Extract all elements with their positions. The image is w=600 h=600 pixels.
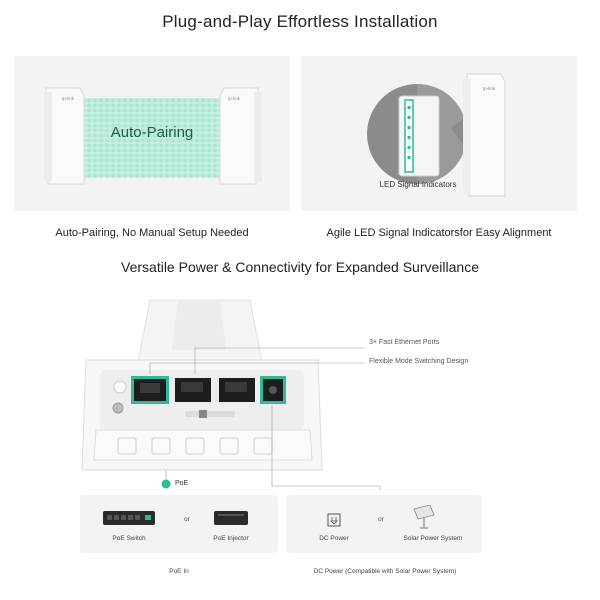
ethernet-port-2 <box>175 378 211 402</box>
solar-power-label: Solar Power System <box>403 535 463 542</box>
dc-power-caption: DC Power (Compatible with Solar Power Sy… <box>313 568 457 575</box>
dc-power-group: DC Power or Solar Power System <box>286 495 482 553</box>
auto-pairing-caption: Auto-Pairing, No Manual Setup Needed <box>55 227 249 239</box>
led-signal-callout-label: LED Signal Indicators <box>379 180 457 189</box>
led-indicators-panel: tp-link LED Signal Indicators <box>301 56 577 211</box>
section-title-power-connectivity: Versatile Power & Connectivity for Expan… <box>121 259 479 275</box>
auto-pairing-overlay-text: Auto-Pairing <box>110 124 194 141</box>
dc-power-label: DC Power <box>319 535 349 542</box>
svg-text:tp-link: tp-link <box>228 96 241 101</box>
callout-ethernet-ports: 3× Fast Ethernet Ports <box>369 339 440 346</box>
led-indicators-illustration: tp-link <box>367 73 506 197</box>
poe-switch-label: PoE Switch <box>112 535 146 542</box>
ethernet-port-1 <box>131 376 169 404</box>
dc-power-icon <box>327 513 341 527</box>
poe-switch-icon <box>103 511 155 525</box>
solar-panel-icon <box>413 505 435 529</box>
poe-label: PoE <box>175 480 189 487</box>
svg-text:tp-link: tp-link <box>483 86 496 91</box>
section-title-installation: Plug-and-Play Effortless Installation <box>162 12 438 31</box>
poe-in-caption: PoE In <box>169 568 189 575</box>
led-indicators-caption: Agile LED Signal Indicatorsfor Easy Alig… <box>326 227 552 239</box>
device-ports-illustration <box>81 299 381 490</box>
callout-mode-switching: Flexible Mode Switching Design <box>369 358 469 365</box>
svg-text:tp-link: tp-link <box>62 96 75 101</box>
auto-pairing-illustration: tp-link tp-link <box>44 87 262 185</box>
or-separator-dc: or <box>378 516 384 523</box>
auto-pairing-panel: tp-link tp-link Auto-Pairing <box>14 56 290 211</box>
poe-in-group: PoE Switch or PoE Injector <box>80 495 278 553</box>
ethernet-port-3 <box>219 378 255 402</box>
poe-injector-label: PoE Injector <box>213 535 249 542</box>
poe-injector-icon <box>214 511 248 525</box>
or-separator: or <box>184 516 190 523</box>
